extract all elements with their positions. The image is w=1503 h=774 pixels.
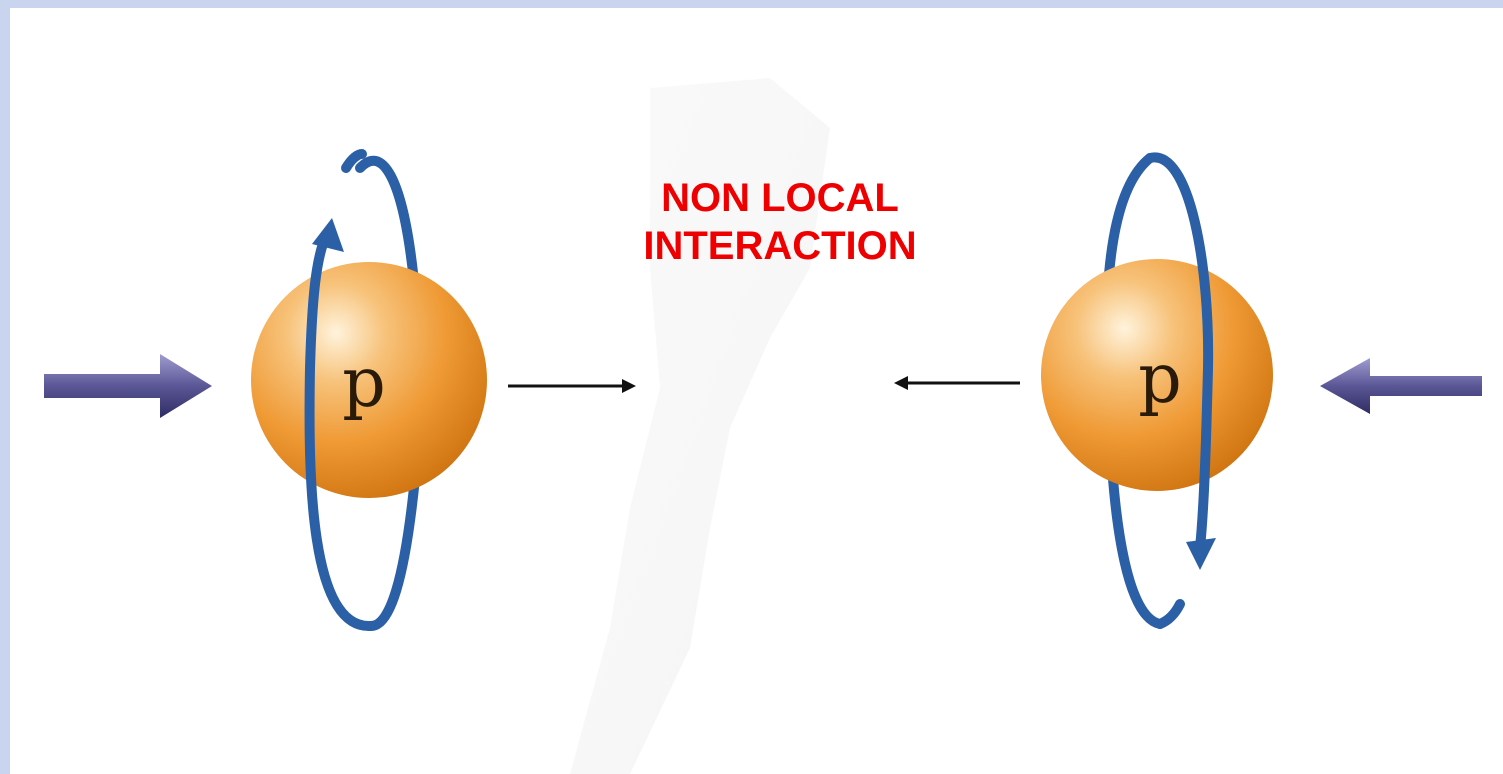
slide-canvas: p p [10, 8, 1503, 774]
diagram-stage: p p [44, 78, 1482, 774]
spin-loop-icon [1145, 152, 1216, 629]
incoming-arrow-icon [44, 354, 212, 418]
particle-label: p [1138, 340, 1182, 419]
diagram-title: NON LOCAL INTERACTION [570, 174, 990, 270]
background-watermark [570, 78, 830, 774]
motion-arrow-icon [894, 376, 1020, 390]
spin-loop-icon [304, 149, 375, 632]
motion-arrow-icon [508, 379, 636, 393]
title-line: INTERACTION [643, 224, 917, 268]
incoming-arrow-icon [1320, 358, 1482, 414]
title-line: NON LOCAL [661, 176, 899, 220]
particle-label: p [342, 344, 386, 423]
particle-left: p [251, 262, 487, 498]
particle-right: p [1041, 259, 1273, 491]
